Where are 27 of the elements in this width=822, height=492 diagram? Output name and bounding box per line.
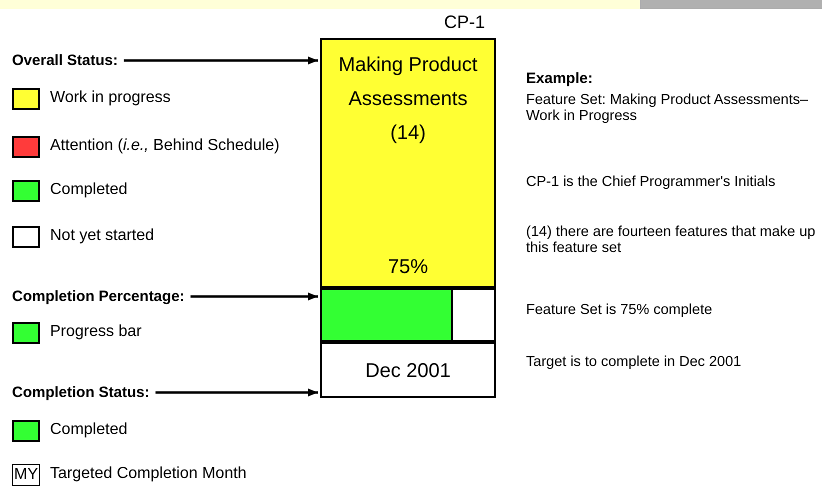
box-title: Making Product Assessments (14) — [338, 53, 478, 146]
arrow — [190, 292, 318, 300]
example-note: CP-1 is the Chief Programmer's Initials — [526, 174, 776, 190]
example-note: Feature Set is 75% complete — [526, 302, 714, 318]
legend-label: Work in progress — [50, 89, 171, 107]
example-heading: Example: — [526, 70, 593, 87]
section-heading: Completion Percentage: — [12, 288, 185, 305]
example-note: (14) there are fourteen features that make up this feature set — [526, 224, 816, 256]
example-note: Feature Set: Making Product Assessments– Work in Progress — [526, 92, 810, 124]
legend-label: Targeted Completion Month — [50, 465, 247, 483]
feature-set-box — [320, 38, 496, 288]
legend-label: Attention (i.e., Behind Schedule) — [50, 137, 280, 155]
arrow — [156, 388, 318, 396]
month-sample: MY — [12, 464, 40, 486]
legend-label: Progress bar — [50, 323, 142, 341]
initials-label: CP-1 — [444, 12, 486, 33]
progress-bar — [320, 288, 496, 342]
example-note: Target is to complete in Dec 2001 — [526, 354, 742, 370]
section-heading: Completion Status: — [12, 384, 150, 401]
feature-set-box — [320, 342, 496, 398]
box-title: Dec 2001 — [364, 359, 452, 384]
legend-label: Completed — [50, 421, 128, 439]
arrow — [124, 56, 318, 64]
section-heading: Overall Status: — [12, 52, 118, 69]
legend-label: Completed — [50, 181, 128, 199]
legend-label: Not yet started — [50, 227, 154, 245]
box-value: 75% — [386, 255, 430, 280]
